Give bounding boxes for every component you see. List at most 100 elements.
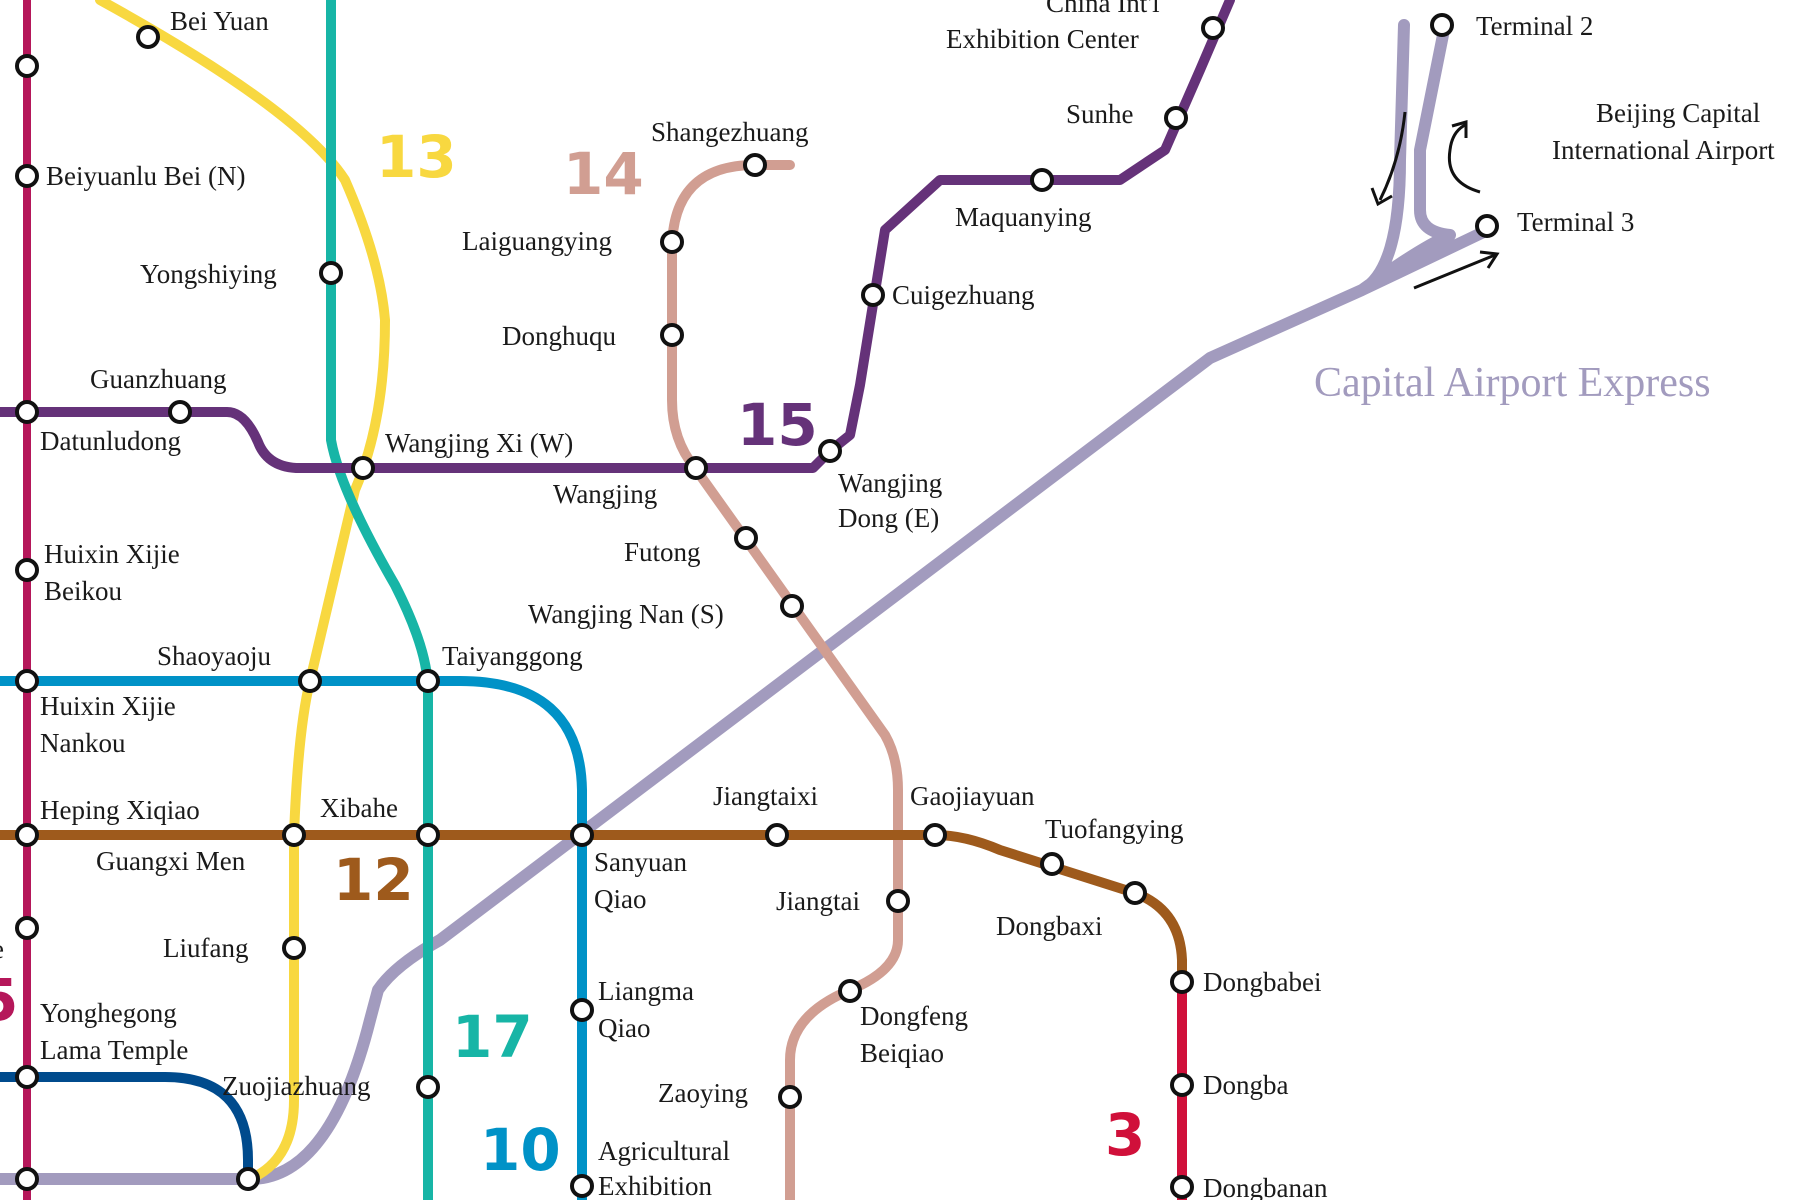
- station-futong[interactable]: [734, 526, 758, 550]
- label-huixin-xijie-nankou-2: Nankou: [40, 728, 126, 758]
- station-yongshiying[interactable]: [319, 261, 343, 285]
- station-line5-mid[interactable]: [15, 916, 39, 940]
- station-dongbanan[interactable]: [1170, 1175, 1194, 1199]
- station-yonghegong[interactable]: [15, 1065, 39, 1089]
- label-tuofangying: Tuofangying: [1045, 814, 1184, 844]
- station-shangezhuang[interactable]: [743, 153, 767, 177]
- label-wangjing: Wangjing: [553, 479, 657, 509]
- station-wangjing[interactable]: [684, 456, 708, 480]
- station-bei-yuan[interactable]: [136, 25, 160, 49]
- line-13-number: 13: [376, 123, 457, 191]
- airport-labels: Beijing Capital International Airport Ca…: [1314, 98, 1775, 406]
- label-liangma-qiao-1: Liangma: [598, 976, 694, 1006]
- arrow-to-terminal3-icon: [1413, 253, 1496, 290]
- label-guangxi-men: Guangxi Men: [96, 846, 246, 876]
- line-15-number: 15: [737, 391, 818, 459]
- label-dongba: Dongba: [1203, 1070, 1288, 1100]
- label-liangma-qiao-2: Qiao: [598, 1013, 650, 1043]
- station-cuigezhuang[interactable]: [861, 283, 885, 307]
- label-taiyanggong: Taiyanggong: [442, 641, 583, 671]
- station-sunhe[interactable]: [1164, 106, 1188, 130]
- station-tuofangying[interactable]: [1040, 852, 1064, 876]
- station-dongba[interactable]: [1170, 1073, 1194, 1097]
- station-wangjing-nan[interactable]: [780, 594, 804, 618]
- station-zuojiazhuang[interactable]: [416, 1075, 440, 1099]
- label-huixin-xijie-nankou-1: Huixin Xijie: [40, 691, 176, 721]
- label-yongshiying: Yongshiying: [140, 259, 277, 289]
- station-donghuqu[interactable]: [660, 323, 684, 347]
- station-jiangtaixi[interactable]: [765, 823, 789, 847]
- station-line5-top[interactable]: [15, 54, 39, 78]
- label-shaoyaoju: Shaoyaoju: [157, 641, 271, 671]
- label-wangjing-xi: Wangjing Xi (W): [385, 428, 573, 458]
- station-dongfeng-beiqiao[interactable]: [838, 979, 862, 1003]
- station-heping-xiqiao[interactable]: [15, 823, 39, 847]
- line-numbers: 13 14 15 12 17 10 3 5: [0, 123, 1145, 1184]
- station-agricultural[interactable]: [570, 1174, 594, 1198]
- label-terminal2: Terminal 2: [1476, 11, 1593, 41]
- label-huixin-xijie-beikou-1: Huixin Xijie: [44, 539, 180, 569]
- station-huixin-xijie-nankou[interactable]: [15, 669, 39, 693]
- label-huixin-xijie-beikou-2: Beikou: [44, 576, 122, 606]
- station-maquanying[interactable]: [1030, 168, 1054, 192]
- label-zuojiazhuang: Zuojiazhuang: [222, 1071, 370, 1101]
- station-china-intl-exhibition[interactable]: [1201, 16, 1225, 40]
- station-xibahe[interactable]: [416, 823, 440, 847]
- arrow-head-1-icon: [1370, 187, 1393, 207]
- station-sanyuan-qiao[interactable]: [570, 823, 594, 847]
- label-terminal3: Terminal 3: [1517, 207, 1634, 237]
- label-cuigezhuang: Cuigezhuang: [892, 280, 1034, 310]
- station-beiyuanlu-bei[interactable]: [15, 164, 39, 188]
- label-jiangtaixi: Jiangtaixi: [713, 781, 818, 811]
- arrow-head-2-icon: [1451, 120, 1468, 138]
- station-liangma-qiao[interactable]: [570, 998, 594, 1022]
- station-liufang[interactable]: [282, 936, 306, 960]
- station-line5-bottom[interactable]: [15, 1167, 39, 1191]
- station-laiguangying[interactable]: [660, 230, 684, 254]
- airport-arrows: [1370, 111, 1500, 290]
- label-gaojiayuan: Gaojiayuan: [910, 781, 1035, 811]
- station-guangxi-men[interactable]: [282, 823, 306, 847]
- line-17-number: 17: [452, 1003, 533, 1071]
- line-14-number: 14: [563, 140, 644, 208]
- station-gaojiayuan[interactable]: [923, 823, 947, 847]
- label-jiangtai: Jiangtai: [776, 886, 860, 916]
- station-terminal3[interactable]: [1475, 214, 1499, 238]
- arrow-to-terminal2-icon: [1378, 111, 1407, 201]
- airport-express-line: [0, 19, 1498, 1185]
- label-futong: Futong: [624, 537, 701, 567]
- label-dongfeng-beiqiao-1: Dongfeng: [860, 1001, 968, 1031]
- airport-express-name: Capital Airport Express: [1314, 360, 1711, 406]
- station-line2-end[interactable]: [236, 1167, 260, 1191]
- label-wangjing-nan: Wangjing Nan (S): [528, 599, 724, 629]
- line-12-number: 12: [333, 846, 414, 914]
- line-14: [667, 160, 903, 1200]
- label-dongbabei: Dongbabei: [1203, 967, 1321, 997]
- station-dongbaxi[interactable]: [1123, 881, 1147, 905]
- station-huixin-xijie-beikou[interactable]: [15, 558, 39, 582]
- label-dongfeng-beiqiao-2: Beiqiao: [860, 1038, 944, 1068]
- label-zaoying: Zaoying: [658, 1078, 748, 1108]
- station-datunludong[interactable]: [15, 400, 39, 424]
- label-wangjing-dong-line1: Wangjing: [838, 468, 942, 498]
- station-terminal2[interactable]: [1430, 13, 1454, 37]
- label-sanyuan-qiao-1: Sanyuan: [594, 847, 687, 877]
- station-guanzhuang[interactable]: [168, 400, 192, 424]
- label-liufang: Liufang: [163, 933, 248, 963]
- line-10: [0, 676, 587, 1200]
- line-15: [0, 0, 1235, 473]
- station-zaoying[interactable]: [778, 1085, 802, 1109]
- line-2: [0, 1072, 253, 1184]
- station-jiangtai[interactable]: [886, 889, 910, 913]
- airport-name-line2: International Airport: [1552, 135, 1775, 165]
- label-china-intl-2: Exhibition Center: [946, 24, 1139, 54]
- station-labels: Bei Yuan Beiyuanlu Bei (N) Yongshiying G…: [0, 0, 1634, 1200]
- station-wangjing-xi[interactable]: [351, 456, 375, 480]
- station-shaoyaoju[interactable]: [298, 669, 322, 693]
- airport-name-line1: Beijing Capital: [1596, 98, 1760, 128]
- station-dongbabei[interactable]: [1170, 970, 1194, 994]
- station-taiyanggong[interactable]: [416, 669, 440, 693]
- station-wangjing-dong[interactable]: [818, 439, 842, 463]
- label-yonghegong-2: Lama Temple: [40, 1035, 188, 1065]
